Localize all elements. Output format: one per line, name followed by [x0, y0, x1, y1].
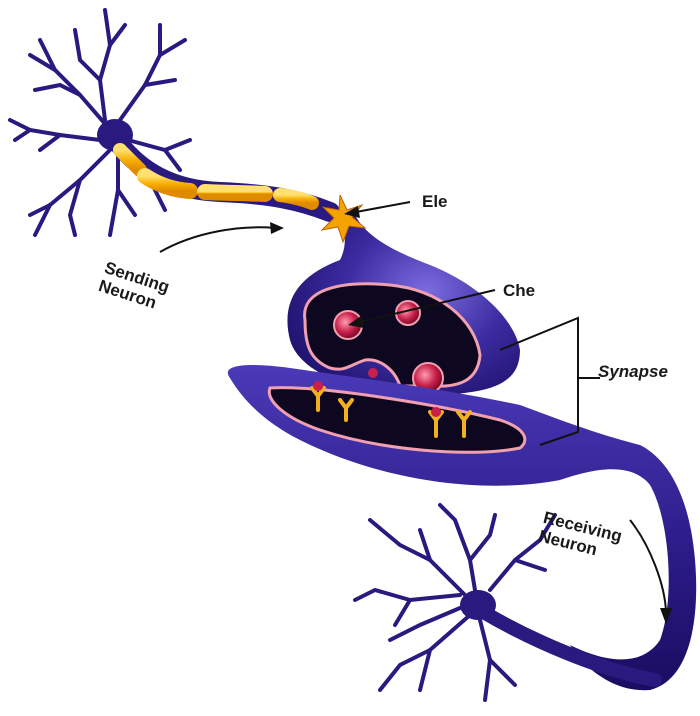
postsynaptic-interior: [267, 386, 527, 454]
che-pointer: [348, 289, 496, 328]
receptors: [310, 381, 472, 438]
label-che: Che: [503, 281, 536, 300]
label-ele: Ele: [422, 192, 448, 211]
postsynaptic-terminal: [227, 365, 697, 691]
receiving-arrow: [629, 519, 672, 624]
sending-neuron: [8, 8, 192, 237]
sending-arrow: [159, 222, 284, 253]
axon: [110, 135, 340, 222]
synapse-bracket: [499, 316, 600, 446]
receiving-neuron: [353, 503, 662, 702]
electrical-spark-icon: [320, 194, 367, 244]
ele-pointer: [344, 201, 411, 218]
vesicles: [333, 300, 444, 408]
label-synapse: Synapse: [598, 362, 668, 381]
terminal-interior: [303, 282, 482, 388]
